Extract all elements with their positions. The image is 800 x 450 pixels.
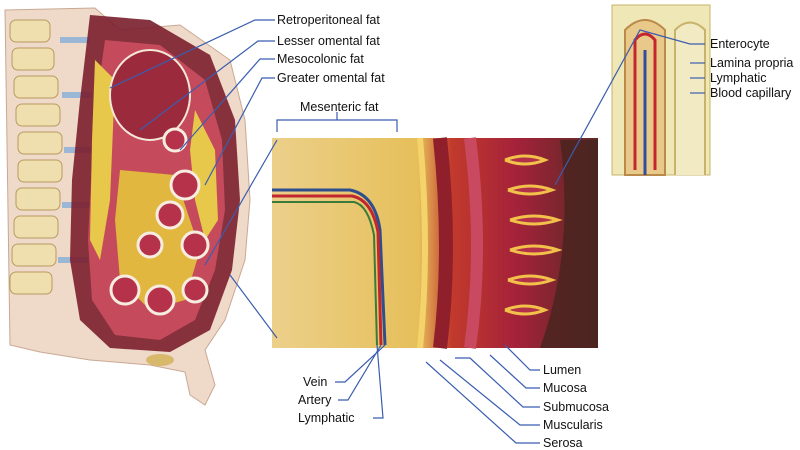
pelvic-structure — [146, 354, 174, 366]
bowel-loops — [109, 127, 210, 316]
label-artery: Artery — [298, 393, 332, 407]
stomach — [109, 49, 191, 141]
villi — [504, 154, 563, 316]
label-mesocolonic-fat: Mesocolonic fat — [277, 52, 364, 66]
abdomen-sagittal-illustration — [4, 7, 251, 406]
intestinal-wall-section — [272, 137, 598, 349]
label-lamina-propria: Lamina propria — [710, 56, 793, 70]
serosa-band — [417, 137, 428, 349]
labels: Retroperitoneal fat Lesser omental fat M… — [277, 13, 793, 450]
label-muscularis: Muscularis — [543, 418, 603, 432]
label-retroperitoneal-fat: Retroperitoneal fat — [277, 13, 380, 27]
wall-section-block — [272, 138, 598, 348]
submucosa-band — [464, 137, 483, 349]
lumen-area — [540, 140, 598, 348]
spine — [9, 19, 94, 295]
label-lymphatic-villus: Lymphatic — [710, 71, 767, 85]
retroperitoneal-fat-region — [90, 60, 115, 260]
label-submucosa: Submucosa — [543, 400, 609, 414]
mesenteric-vessels — [272, 188, 387, 346]
label-mesenteric-fat: Mesenteric fat — [300, 100, 379, 114]
mesenteric-bracket — [276, 119, 398, 132]
label-lumen: Lumen — [543, 363, 581, 377]
label-mucosa: Mucosa — [543, 381, 587, 395]
leader-lines — [109, 19, 705, 444]
label-lymphatic-vessel: Lymphatic — [298, 411, 355, 425]
villus-illustration — [611, 4, 711, 176]
greater-omental-fat-region — [190, 110, 218, 240]
muscularis-band — [433, 137, 453, 349]
label-blood-capillary: Blood capillary — [710, 86, 792, 100]
label-greater-omental-fat: Greater omental fat — [277, 71, 385, 85]
label-lesser-omental-fat: Lesser omental fat — [277, 34, 380, 48]
label-enterocyte: Enterocyte — [710, 37, 770, 51]
label-serosa: Serosa — [543, 436, 583, 450]
label-vein: Vein — [303, 375, 327, 389]
